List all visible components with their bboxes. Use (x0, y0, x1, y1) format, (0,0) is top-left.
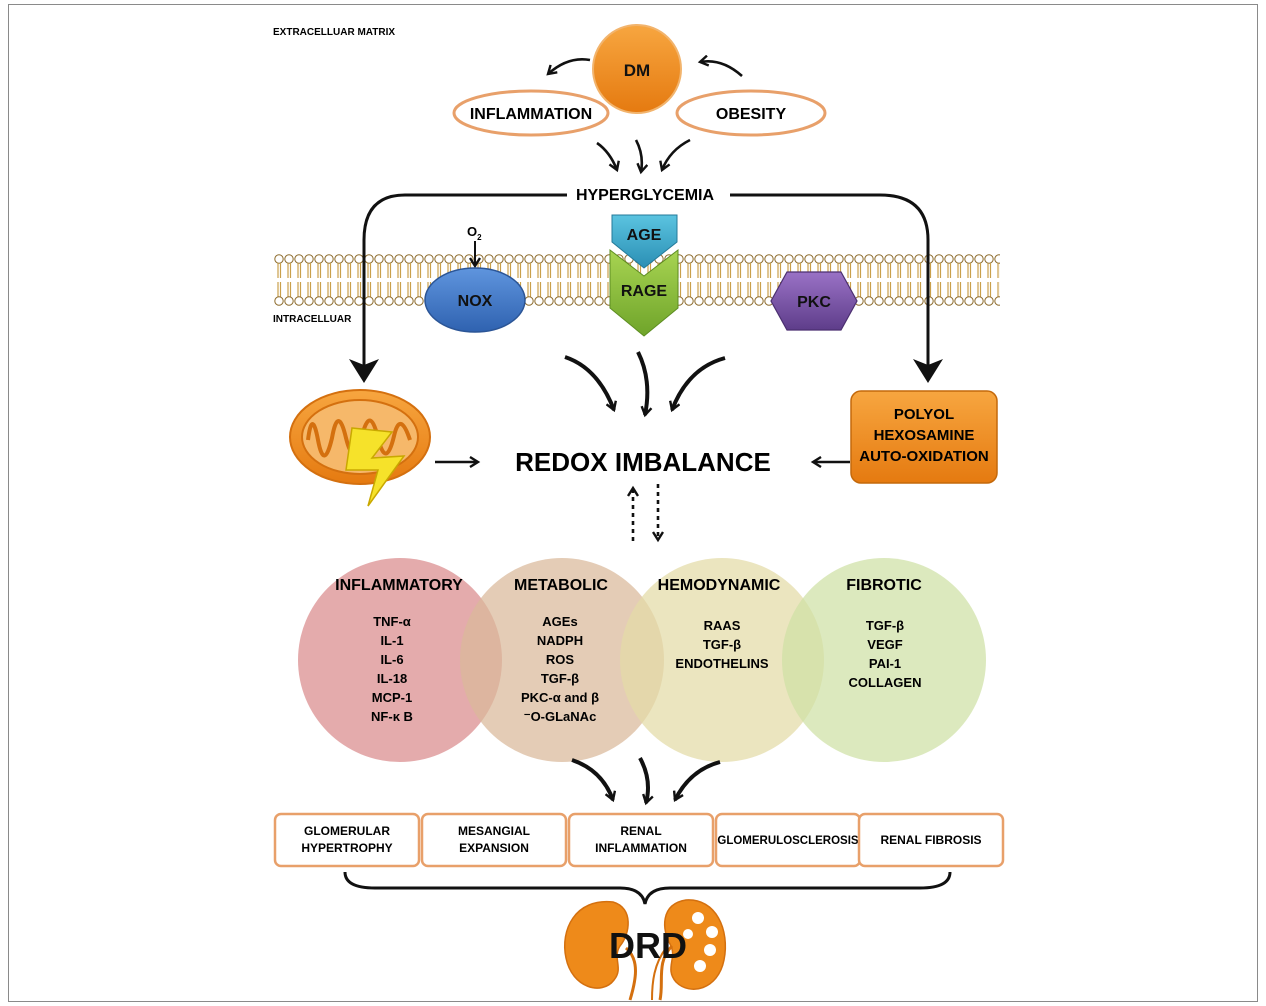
arrow-dm-to-inflammation (548, 58, 591, 74)
metabolic-item: TGF-β (541, 671, 579, 686)
hemodynamic-item: ENDOTHELINS (675, 656, 769, 671)
outcome-brace (343, 871, 952, 905)
outcome-box-renal-fibrosis (857, 812, 1005, 868)
metabolic-item: AGEs (542, 614, 577, 629)
outcome-box-glomerular-hypertrophy (273, 812, 421, 868)
figure-frame (8, 4, 1258, 1002)
inflammatory-item: IL-1 (380, 633, 403, 648)
circle-fibrotic (782, 558, 986, 762)
circle-hemodynamic (620, 558, 824, 762)
hemodynamic-item: RAAS (704, 618, 741, 633)
redox-bidirectional-arrows (633, 484, 658, 541)
hemodynamic-list: RAAS TGF-β ENDOTHELINS (675, 618, 769, 671)
arrows-to-redox (564, 351, 726, 415)
outcome-label: RENAL FIBROSIS (880, 833, 981, 847)
dm-label: DM (624, 61, 650, 80)
fibrotic-item: PAI-1 (869, 656, 901, 671)
outcome-label: INFLAMMATION (595, 841, 687, 855)
extracellular-label: EXTRACELLUAR MATRIX (273, 27, 395, 38)
fibrotic-item: TGF-β (866, 618, 904, 633)
rage-label: RAGE (621, 283, 668, 300)
arrow-obesity-to-dm (700, 61, 743, 77)
pathway-polyol: POLYOL (894, 406, 954, 423)
arrows-to-outcomes (571, 757, 721, 803)
outcome-label: EXPANSION (459, 841, 529, 855)
hemodynamic-title: HEMODYNAMIC (658, 577, 781, 594)
fibrotic-title: FIBROTIC (846, 577, 922, 594)
outcome-boxes: GLOMERULAR HYPERTROPHY MESANGIAL EXPANSI… (273, 812, 1005, 868)
inflammatory-item: MCP-1 (372, 690, 412, 705)
pathways-box (850, 390, 998, 484)
venn-circles (298, 558, 986, 762)
inflammatory-item: IL-18 (377, 671, 407, 686)
pkc-label: PKC (797, 294, 831, 311)
inflammatory-item: TNF-α (373, 614, 411, 629)
rage-node (609, 248, 679, 337)
fibrotic-item: VEGF (867, 637, 902, 652)
nox-node (424, 267, 526, 333)
metabolic-item: NADPH (537, 633, 583, 648)
inflammation-label: INFLAMMATION (470, 106, 592, 123)
metabolic-item: ROS (546, 652, 575, 667)
inflammatory-item: IL-6 (380, 652, 403, 667)
outcome-label: GLOMERULOSCLEROSIS (717, 835, 859, 847)
mitochondria-icon (289, 389, 431, 507)
hyperglycemia-label: HYPERGLYCEMIA (576, 187, 715, 204)
metabolic-title: METABOLIC (514, 577, 608, 594)
outcome-label: HYPERTROPHY (301, 841, 392, 855)
pkc-node (770, 271, 858, 331)
metabolic-list: AGEs NADPH ROS TGF-β PKC-α and β ⁻O-GLaN… (521, 614, 599, 724)
kidney-icon (564, 899, 726, 1001)
outcome-box-mesangial-expansion (420, 812, 568, 868)
arrows-to-hyperglycemia (596, 138, 691, 172)
outcome-label: MESANGIAL (458, 824, 530, 838)
age-label: AGE (627, 227, 662, 244)
inflammatory-item: NF-κ B (371, 709, 413, 724)
circle-metabolic (460, 558, 664, 762)
arrow-hyperglycemia-to-mitochondria (349, 193, 567, 383)
pathway-hexosamine: HEXOSAMINE (874, 427, 975, 444)
inflammation-node (452, 89, 610, 137)
fibrotic-list: TGF-β VEGF PAI-1 COLLAGEN (849, 618, 922, 690)
dm-node (592, 24, 682, 114)
circle-inflammatory (298, 558, 502, 762)
inflammatory-title: INFLAMMATORY (335, 577, 463, 594)
intracellular-label: INTRACELLUAR (273, 314, 352, 325)
o2-label: O2 (467, 224, 482, 242)
fibrotic-item: COLLAGEN (849, 675, 922, 690)
outcome-label: RENAL (620, 824, 661, 838)
drd-label: DRD (609, 925, 687, 966)
outcome-box-renal-inflammation (567, 812, 715, 868)
pathway-auto-oxidation: AUTO-OXIDATION (859, 448, 988, 465)
metabolic-item: PKC-α and β (521, 690, 599, 705)
age-node (611, 214, 678, 269)
redox-title: REDOX IMBALANCE (515, 447, 771, 477)
nox-label: NOX (458, 293, 493, 310)
obesity-label: OBESITY (716, 106, 787, 123)
metabolic-item: ⁻O-GLaNAc (524, 709, 597, 724)
arrow-hyperglycemia-to-pathways (730, 193, 943, 383)
inflammatory-list: TNF-α IL-1 IL-6 IL-18 MCP-1 NF-κ B (371, 614, 413, 724)
outcome-label: GLOMERULAR (304, 824, 390, 838)
hemodynamic-item: TGF-β (703, 637, 741, 652)
obesity-node (675, 89, 827, 137)
